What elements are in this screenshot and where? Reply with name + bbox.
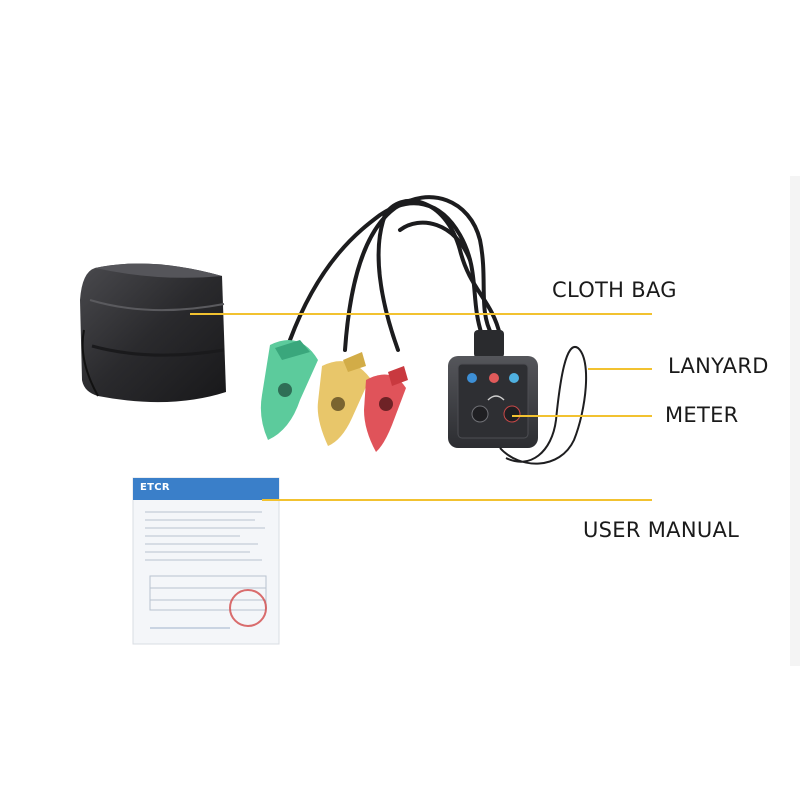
manual-brand-text: ETCR [140, 482, 170, 493]
callout-lines [190, 313, 652, 501]
label-cloth-bag: CLOTH BAG [552, 278, 677, 302]
cloth-bag [80, 263, 226, 403]
user-manual [132, 477, 280, 645]
yellow-clip [317, 352, 370, 446]
red-clip [364, 366, 408, 452]
label-lanyard: LANYARD [668, 354, 769, 378]
phase-meter [448, 330, 538, 448]
green-clip [260, 340, 318, 440]
label-meter: METER [665, 403, 739, 427]
lanyard [499, 345, 588, 465]
label-user-manual: USER MANUAL [583, 518, 740, 542]
background-edge-strip [790, 176, 800, 666]
test-leads [288, 195, 502, 352]
